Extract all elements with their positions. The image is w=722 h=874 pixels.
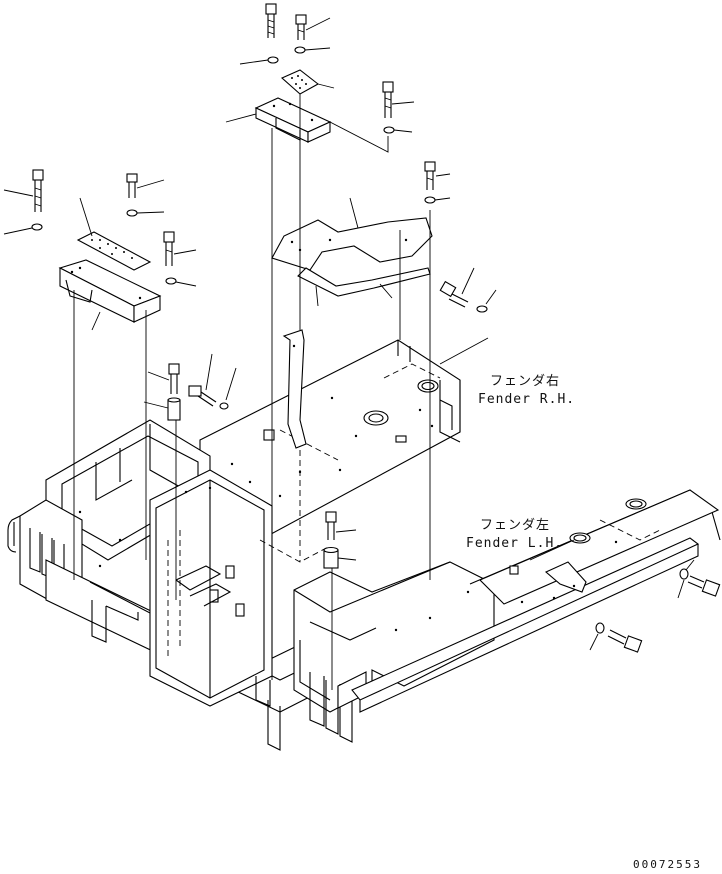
left-plate (76, 231, 152, 271)
fender-washer-top (424, 196, 436, 204)
left-bolt-3 (163, 231, 175, 266)
leader-line (461, 267, 475, 295)
fender-lh-spacer (323, 546, 339, 569)
frame-washer-mid (219, 402, 229, 410)
frame-spacer-left (167, 397, 181, 421)
rear-washer-left (595, 622, 605, 634)
leader-line (485, 289, 497, 305)
leader-line (677, 579, 685, 599)
leader-line (136, 179, 165, 189)
leader-line (3, 189, 34, 197)
rear-washer-right (679, 568, 689, 580)
top-washer-2 (294, 46, 306, 54)
leader-line (3, 227, 33, 235)
leader-line (589, 633, 599, 651)
fender-lh-bolt (325, 511, 337, 540)
leader-line (337, 557, 357, 561)
leader-line (79, 197, 93, 237)
leader-line (304, 47, 331, 51)
leader-line (349, 197, 359, 229)
left-washer-1 (31, 223, 43, 231)
fender-lh-label-jp: フェンダ左 (480, 518, 551, 533)
fender-washer-side (476, 305, 488, 313)
fender-rh-label-en: Fender R.H. (478, 392, 576, 407)
leader-line (225, 113, 257, 123)
fender-cover-lower (297, 267, 431, 297)
leader-line (91, 311, 101, 331)
top-bracket (254, 97, 332, 143)
left-washer-3 (165, 277, 177, 285)
fender-bolt-side (439, 280, 469, 308)
right-bolt (382, 81, 394, 118)
leader-line (225, 367, 237, 401)
top-bolt-1 (265, 3, 277, 38)
leader-line (391, 101, 415, 105)
top-plate (280, 69, 319, 95)
leader-line (143, 401, 169, 409)
drawing-number: 00072553 (633, 858, 702, 871)
left-bracket (58, 259, 162, 323)
leader-line (434, 197, 451, 201)
leader-line (685, 559, 695, 571)
leader-line (239, 59, 269, 65)
leader-line (175, 281, 197, 287)
leader-line (317, 83, 335, 89)
leader-line (529, 539, 575, 561)
top-bolt-2 (295, 14, 307, 40)
fender-rh-label-jp: フェンダ右 (490, 374, 561, 389)
leader-line (335, 529, 357, 533)
leader-line (315, 285, 319, 307)
rear-bolt-right (687, 575, 721, 597)
leader-line (439, 337, 489, 365)
right-washer (383, 126, 395, 134)
leader-line (305, 17, 331, 31)
leader-line (136, 211, 165, 214)
left-bolt-2 (126, 173, 138, 198)
main-frame (7, 329, 721, 751)
frame-bolt-left (168, 363, 180, 394)
leader-line (147, 371, 170, 381)
leader-line (205, 353, 213, 391)
rear-bolt-left (607, 629, 643, 653)
fender-lh-label-en: Fender L.H. (466, 536, 564, 551)
frame-bolt-mid (188, 385, 217, 407)
top-washer-1 (267, 56, 279, 64)
leader-line (393, 129, 413, 133)
center-line (329, 121, 389, 153)
left-bolt-1 (32, 169, 44, 212)
leader-line (435, 173, 451, 177)
left-washer-2 (126, 209, 138, 217)
leader-line (173, 249, 197, 255)
fender-cover-upper (271, 217, 433, 271)
fender-bolt-top (424, 161, 436, 190)
leader-line (379, 283, 393, 299)
